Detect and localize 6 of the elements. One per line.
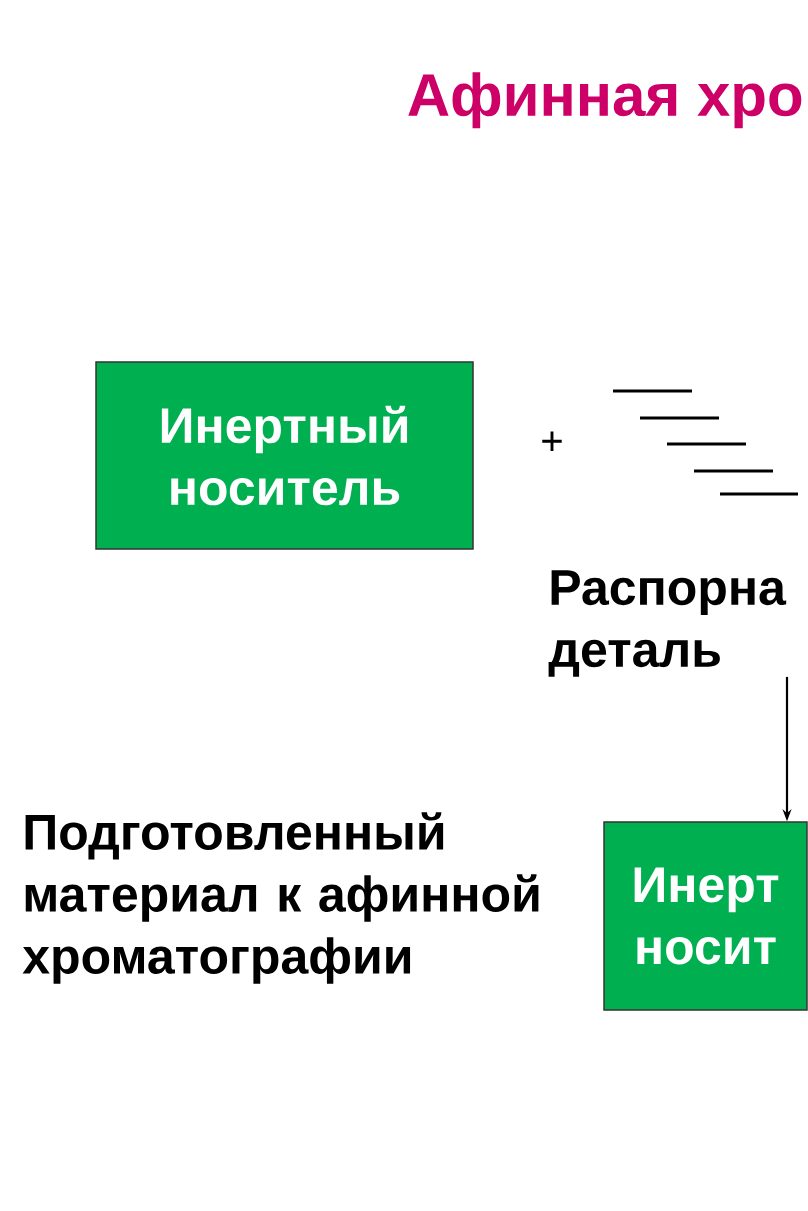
node-label: Распорна деталь bbox=[548, 570, 787, 677]
caption-text: Подготовленный материал к афинной хроматографии bbox=[22, 812, 539, 984]
process-box: Инертный носитель bbox=[95, 361, 474, 550]
plus-sign: + bbox=[542, 431, 562, 452]
title: Афинная хро bbox=[408, 72, 802, 129]
process-box: Инерт носит bbox=[603, 821, 808, 1011]
